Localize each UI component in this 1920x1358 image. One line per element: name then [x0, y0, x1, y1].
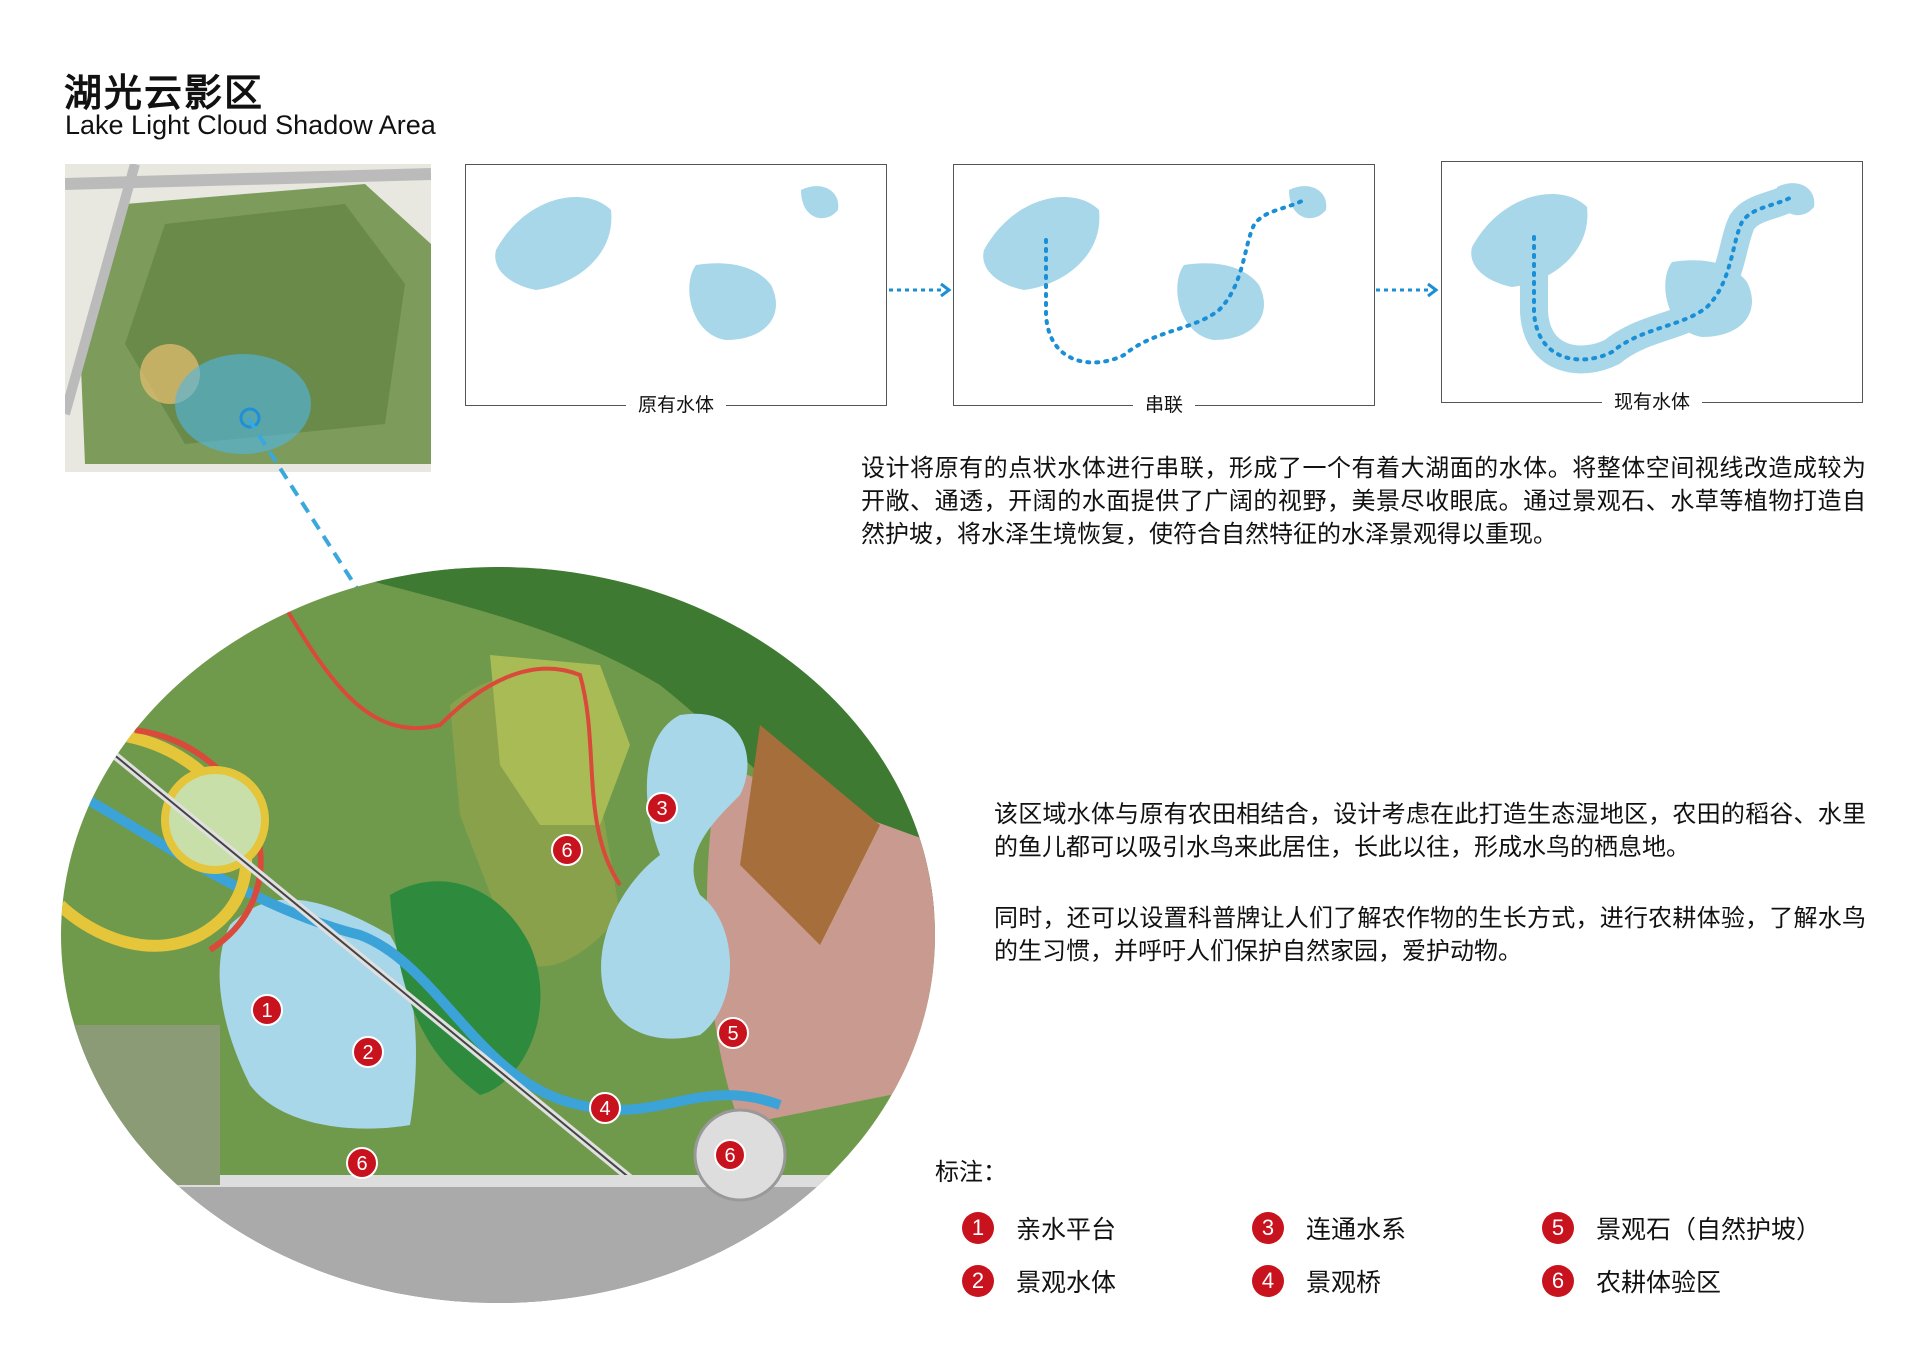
- map-marker-4: 4: [589, 1092, 621, 1124]
- svg-text:6: 6: [356, 1153, 367, 1175]
- legend-number: 5: [1542, 1212, 1574, 1244]
- map-marker-2: 2: [352, 1036, 384, 1068]
- page-subtitle: Lake Light Cloud Shadow Area: [65, 110, 436, 140]
- legend-label: 亲水平台: [1016, 1215, 1117, 1244]
- map-marker-6: 6: [346, 1147, 378, 1179]
- svg-text:6: 6: [724, 1145, 735, 1167]
- map-marker-3: 3: [646, 792, 678, 824]
- svg-text:2: 2: [362, 1042, 373, 1064]
- svg-text:5: 5: [727, 1023, 738, 1045]
- map-marker-5: 5: [717, 1017, 749, 1049]
- panel-label: 原有水体: [625, 390, 727, 417]
- legend-item: 4 景观桥: [1252, 1263, 1381, 1299]
- panel-connected: 串联: [953, 164, 1375, 417]
- site-thumbnail-map: [65, 164, 431, 472]
- legend-number: 6: [1542, 1265, 1574, 1297]
- panel-original-water: 原有水体: [465, 164, 887, 417]
- detailed-site-plan: 1 2 3 4 5 6 6 6: [61, 567, 935, 1303]
- panel-label: 串联: [1132, 390, 1196, 417]
- legend-label: 景观桥: [1306, 1268, 1382, 1297]
- legend-number: 1: [962, 1212, 994, 1244]
- map-marker-1: 1: [251, 994, 283, 1026]
- arrow-right-icon: [1376, 282, 1439, 298]
- legend-label: 连通水系: [1306, 1215, 1407, 1244]
- legend-item: 1 亲水平台: [962, 1210, 1116, 1246]
- arrow-right-icon: [889, 282, 952, 298]
- description-paragraph-3: 同时，还可以设置科普牌让人们了解农作物的生长方式，进行农耕体验，了解水鸟的生习惯…: [994, 904, 1866, 965]
- legend-label: 农耕体验区: [1596, 1268, 1722, 1297]
- map-marker-6: 6: [714, 1139, 746, 1171]
- legend-item: 5 景观石（自然护坡）: [1542, 1210, 1821, 1246]
- legend-number: 2: [962, 1265, 994, 1297]
- legend-title: 标注：: [935, 1158, 1007, 1186]
- legend-item: 3 连通水系: [1252, 1210, 1406, 1246]
- page-title: 湖光云影区: [64, 71, 265, 115]
- connector-dashed-line: [246, 416, 360, 592]
- svg-text:4: 4: [599, 1098, 610, 1120]
- legend-label: 景观石（自然护坡）: [1596, 1215, 1822, 1244]
- legend-number: 3: [1252, 1212, 1284, 1244]
- panel-label: 现有水体: [1601, 387, 1703, 414]
- description-paragraph-1: 设计将原有的点状水体进行串联，形成了一个有着大湖面的水体。将整体空间视线改造成较…: [861, 454, 1866, 548]
- legend-number: 4: [1252, 1265, 1284, 1297]
- svg-text:6: 6: [561, 840, 572, 862]
- description-paragraph-2: 该区域水体与原有农田相结合，设计考虑在此打造生态湿地区，农田的稻谷、水里的鱼儿都…: [994, 800, 1866, 861]
- legend-item: 2 景观水体: [962, 1263, 1116, 1299]
- svg-text:3: 3: [656, 798, 667, 820]
- svg-text:1: 1: [261, 1000, 272, 1022]
- map-markers: 1 2 3 4 5 6 6 6: [251, 792, 749, 1179]
- legend-label: 景观水体: [1016, 1268, 1117, 1297]
- panel-current-water: 现有水体: [1441, 161, 1863, 414]
- focus-area-highlight: [175, 354, 311, 454]
- legend-item: 6 农耕体验区: [1542, 1263, 1721, 1299]
- map-marker-6: 6: [551, 834, 583, 866]
